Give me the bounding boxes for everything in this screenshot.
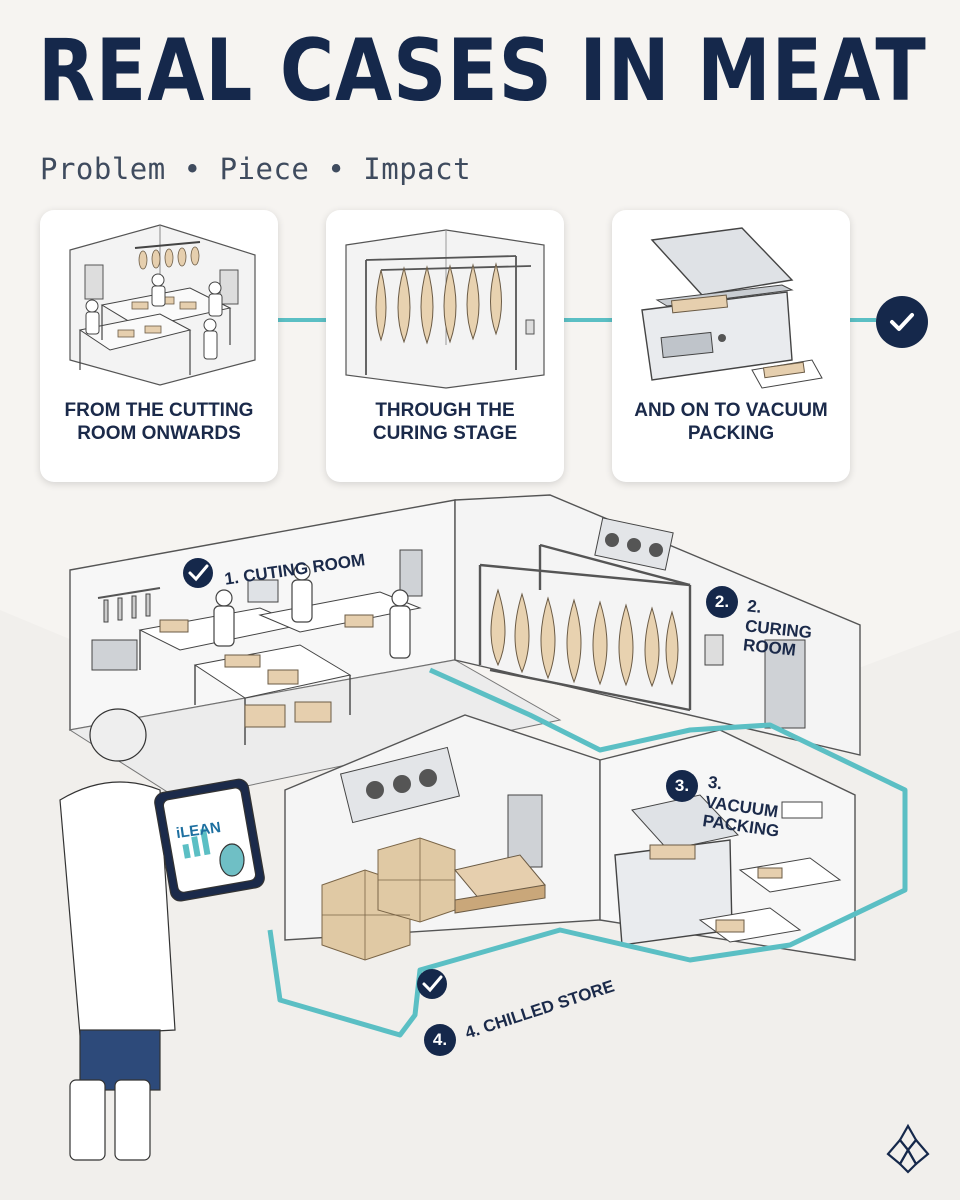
page-subtitle: Problem • Piece • Impact <box>40 152 472 186</box>
cutting-room-illustration <box>69 224 256 386</box>
zone-label-curing: 2. CURING ROOM <box>742 596 813 660</box>
page-title: REAL CASES IN MEAT <box>38 21 927 121</box>
curing-room-illustration <box>345 229 545 389</box>
check-circle-icon <box>876 296 928 348</box>
zone-badge-chilled: 4. <box>424 1024 456 1056</box>
stage-label-curing: THROUGH THE CURING STAGE <box>372 400 518 444</box>
stage-label-cutting: FROM THE CUTTING ROOM ONWARDS <box>64 400 254 444</box>
zone-label-vacuum: 3. VACUUM PACKING <box>701 772 781 841</box>
zone-badge-vacuum: 3. <box>666 770 698 802</box>
stage-card-cutting[interactable]: FROM THE CUTTING ROOM ONWARDS <box>40 210 278 482</box>
factory-floor-plan <box>0 494 960 1200</box>
stage-card-curing[interactable]: THROUGH THE CURING STAGE <box>326 210 564 482</box>
geometric-flower-logo <box>886 1123 930 1174</box>
stage-card-vacuum[interactable]: AND ON TO VACUUM PACKING <box>612 210 850 482</box>
vacuum-machine-illustration <box>641 227 823 389</box>
stage-label-vacuum: AND ON TO VACUUM PACKING <box>634 400 828 444</box>
zone-badge-curing: 2. <box>706 586 738 618</box>
